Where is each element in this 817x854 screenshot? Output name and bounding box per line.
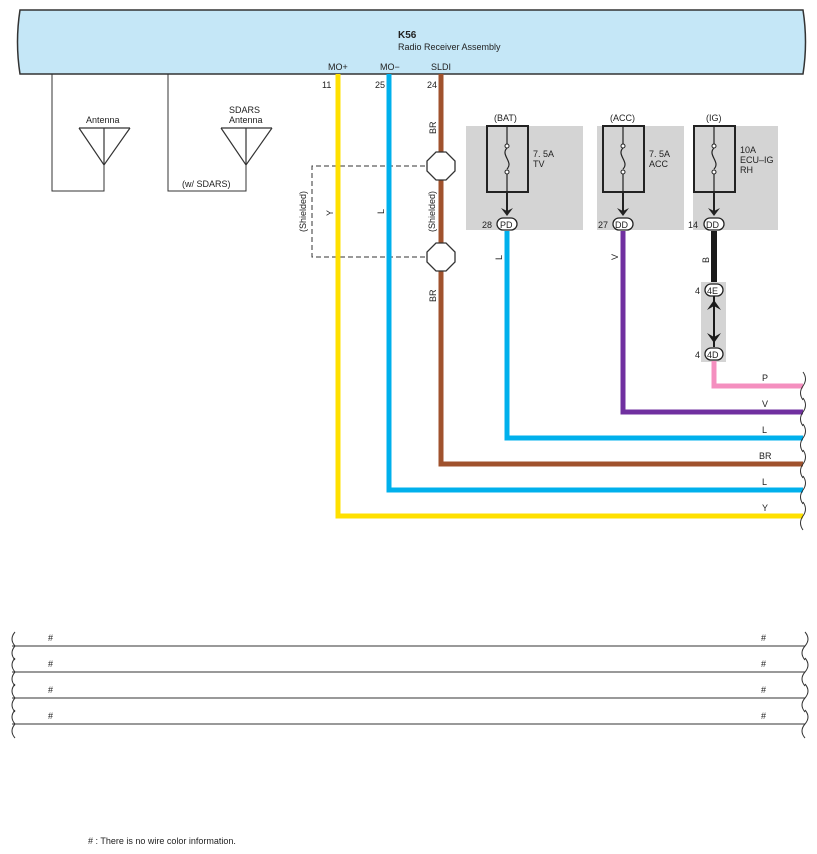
shielded-label-right: (Shielded) — [427, 191, 437, 232]
component-id: K56 — [398, 30, 417, 41]
fuse-bat-pin: 28 — [482, 220, 492, 230]
fuse-ig-name: ECU–IG — [740, 155, 774, 165]
blank-row-left: # — [48, 711, 53, 721]
blank-row-left: # — [48, 685, 53, 695]
fuse-ig: (IG) 10A ECU–IG RH DD 14 — [688, 113, 774, 231]
component-box — [16, 9, 807, 75]
right-label-p: P — [762, 373, 768, 383]
blank-row: # # — [11, 631, 809, 661]
blank-row-right: # — [761, 685, 766, 695]
antenna-2-note: (w/ SDARS) — [182, 179, 231, 189]
component-name: Radio Receiver Assembly — [398, 42, 501, 52]
fuse-ig-power: (IG) — [706, 113, 722, 123]
footnote: # : There is no wire color information. — [88, 836, 236, 846]
terminal-mo-minus-label: MO− — [380, 62, 400, 72]
antenna-2-label2: Antenna — [229, 115, 263, 125]
antenna-1-label: Antenna — [86, 115, 120, 125]
fuse-ig-name2: RH — [740, 165, 753, 175]
junction-connector-4d: 4D 4 — [695, 347, 724, 361]
wire-label-acc: V — [610, 254, 620, 260]
blank-row-right: # — [761, 633, 766, 643]
right-label-l1: L — [762, 425, 767, 435]
blank-row: # # — [11, 657, 809, 687]
terminal-mo-minus-pin: 25 — [375, 80, 385, 90]
terminal-mo-plus-pin: 11 — [322, 80, 331, 90]
junction-4e-label: 4E — [707, 286, 718, 296]
blank-row: # # — [11, 709, 809, 739]
junction-4d-pin: 4 — [695, 350, 700, 360]
wire-acc — [620, 231, 803, 415]
right-label-y: Y — [762, 503, 768, 513]
right-label-br: BR — [759, 451, 772, 461]
fuse-acc: (ACC) 7. 5A ACC DD 27 — [598, 113, 670, 231]
antenna-1: Antenna — [51, 74, 131, 192]
fuse-ig-pin: 14 — [688, 220, 698, 230]
fuse-acc-pin: 27 — [598, 220, 608, 230]
fuse-ig-rating: 10A — [740, 145, 756, 155]
wire-label-ig: B — [701, 257, 711, 263]
wire-mo-plus — [335, 74, 803, 519]
fuse-acc-connector: DD — [615, 220, 628, 230]
fuse-ig-connector: DD — [706, 220, 719, 230]
wire-ig-out — [711, 361, 803, 389]
junction-connector-4e: 4E 4 — [695, 283, 724, 297]
wire-label-br-top: BR — [428, 121, 438, 134]
blank-row-left: # — [48, 659, 53, 669]
wire-label-bat: L — [494, 255, 504, 260]
wire-break-marks — [800, 371, 806, 531]
right-label-l2: L — [762, 477, 767, 487]
wire-label-y: Y — [325, 210, 335, 216]
junction-4d-label: 4D — [707, 350, 719, 360]
right-label-v: V — [762, 399, 768, 409]
junction-4e-pin: 4 — [695, 286, 700, 296]
blank-row-right: # — [761, 659, 766, 669]
junction-arrow-down — [707, 333, 721, 343]
shield-box: (Shielded) (Shielded) — [298, 165, 441, 258]
junction-arrow-up — [707, 300, 721, 310]
wire-sldi — [438, 74, 803, 467]
fuse-bat: (BAT) 7. 5A TV PD 28 — [482, 113, 554, 231]
fuse-bat-connector: PD — [500, 220, 513, 230]
fuse-bat-name: TV — [533, 159, 545, 169]
blank-row: # # — [11, 683, 809, 713]
fuse-acc-rating: 7. 5A — [649, 149, 670, 159]
wire-label-l: L — [376, 209, 386, 214]
shield-connector-top — [426, 151, 456, 181]
blank-row-right: # — [761, 711, 766, 721]
blank-rows: # # # # # # # # — [11, 631, 809, 739]
shielded-label-left: (Shielded) — [298, 191, 308, 232]
wire-mo-minus — [386, 74, 803, 493]
fuse-bat-power: (BAT) — [494, 113, 517, 123]
blank-row-left: # — [48, 633, 53, 643]
terminal-sldi-pin: 24 — [427, 80, 437, 90]
fuse-bat-rating: 7. 5A — [533, 149, 554, 159]
fuse-acc-power: (ACC) — [610, 113, 635, 123]
terminal-sldi-label: SLDI — [431, 62, 451, 72]
antenna-2: SDARS Antenna (w/ SDARS) — [167, 74, 273, 192]
fuse-acc-name: ACC — [649, 159, 669, 169]
shield-connector-bottom — [426, 242, 456, 272]
wire-label-br-bottom: BR — [428, 289, 438, 302]
wire-bat — [504, 231, 803, 441]
antenna-2-label1: SDARS — [229, 105, 260, 115]
terminal-mo-plus-label: MO+ — [328, 62, 348, 72]
